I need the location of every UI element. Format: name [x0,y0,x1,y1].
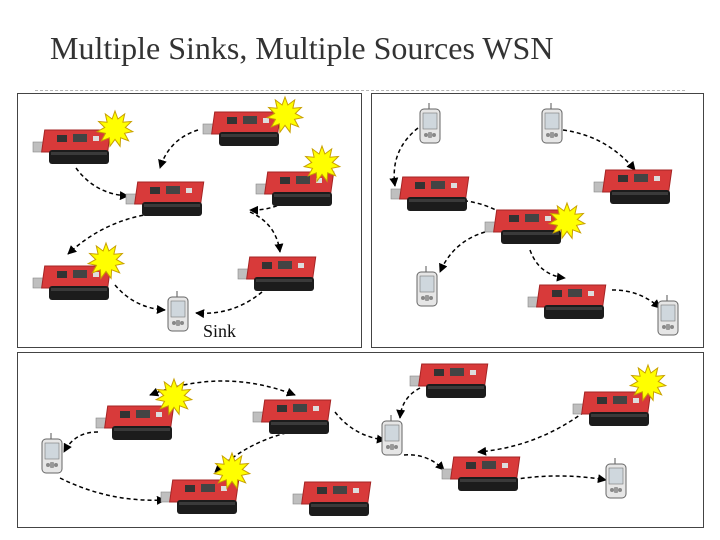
link-arrow [114,284,166,315]
sensor-node [593,169,673,204]
link-arrow [477,411,585,456]
link-arrow [63,431,99,453]
source-burst [212,451,252,490]
sensor-node [160,479,240,514]
link-arrow [529,249,566,282]
link-arrow [334,411,386,444]
sensor-node [572,391,652,426]
link-arrow [439,231,486,273]
sink-node [416,266,438,307]
source-burst [547,201,587,240]
sensor-node [441,456,521,491]
sink-node [605,458,627,499]
sensor-node [255,171,335,206]
sink-label: Sink [203,321,237,341]
title-divider [35,90,685,91]
link-arrow [611,289,661,309]
link-arrow [75,167,129,201]
source-burst [86,241,126,280]
sensor-node [202,111,282,146]
nodes-layer [32,95,679,516]
link-arrow [59,477,166,505]
sensor-node [252,399,332,434]
link-arrow [562,129,636,171]
source-burst [302,144,342,183]
sensor-node [409,363,489,398]
source-burst [95,109,135,148]
sink-node [541,103,563,144]
link-arrow [396,387,421,419]
sensor-node [527,284,607,319]
sensor-node [32,265,112,300]
sensor-node [237,256,317,291]
sink-node [41,433,63,474]
source-burst [265,95,305,134]
sensor-node [95,405,175,440]
source-burst [628,363,668,402]
sink-node [657,295,679,336]
sensor-node [292,481,372,516]
link-arrow [67,213,151,255]
sink-node [167,291,189,332]
link-arrow [158,129,199,169]
slide-title: Multiple Sinks, Multiple Sources WSN [50,30,554,66]
sink-node [419,103,441,144]
sink-node [381,415,403,456]
link-arrow [249,189,301,215]
sensor-node [484,209,564,244]
source-burst [154,377,194,416]
link-arrow [249,211,284,253]
sensor-node [390,176,470,211]
link-arrow [195,291,263,319]
link-arrow [389,127,419,187]
link-arrow [403,454,445,471]
sensor-node [32,129,112,164]
sensor-node [125,181,205,216]
